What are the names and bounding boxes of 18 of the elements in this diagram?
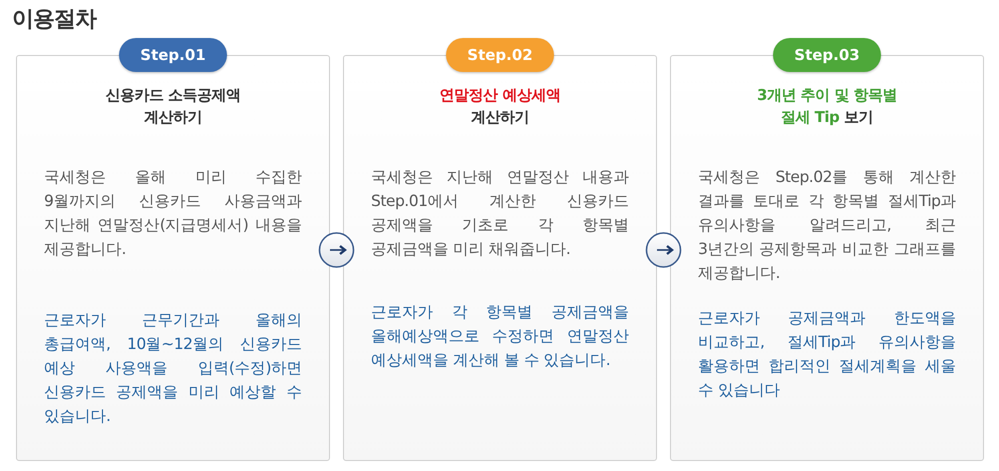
- step-card: [343, 38, 657, 461]
- step-card: [670, 38, 984, 461]
- step-heading: 연말정산 예상세액 계산하기: [438, 85, 562, 128]
- page-title: 이용절차: [12, 6, 96, 34]
- note-text: 근로자가 공제금액과 한도액을 비교하고, 절세Tip과 유의사항을 활용하면 합리적인 절세계획을 세울 수 있습니다: [698, 308, 956, 401]
- step-heading: 신용카드 소득공제액 계산하기: [104, 85, 242, 128]
- next-arrow: [318, 232, 354, 268]
- description-text: 국세청은 지난해 연말정산 내용과 Step.01에서 계산한 신용카드 공제액을 기초로 각 항목별 공제금액을 미리 채워줍니다.: [371, 167, 629, 260]
- description-text: 국세청은 올해 미리 수집한 9월까지의 신용카드 사용금액과 지난해 연말정산(지급명세서) 내용을 제공합니다.: [44, 167, 302, 260]
- note-text: 근로자가 근무기간과 올해의 총급여액, 10월~12월의 신용카드 예상 사용액을 입력(수정)하면 신용카드 공제액을 미리 예상할 수 있습니다.: [44, 310, 302, 427]
- note-text: 근로자가 각 항목별 공제금액을 올해예상액으로 수정하면 연말정산 예상세액을 계산해 볼 수 있습니다.: [371, 302, 629, 371]
- next-arrow: [646, 232, 682, 268]
- step-badge: Step.01: [119, 38, 227, 72]
- description-text: 국세청은 Step.02를 통해 계산한 결과를 토대로 각 항목별 절세Tip과 유의사항을 알려드리고, 최근 3년간의 공제항목과 비교한 그래프를 제공합니다.: [698, 167, 956, 284]
- step-badge: Step.03: [773, 38, 881, 72]
- step-card: [16, 38, 330, 461]
- step-heading: 3개년 추이 및 항목별 절세 Tip 보기: [756, 85, 898, 128]
- step-badge: Step.02: [446, 38, 554, 72]
